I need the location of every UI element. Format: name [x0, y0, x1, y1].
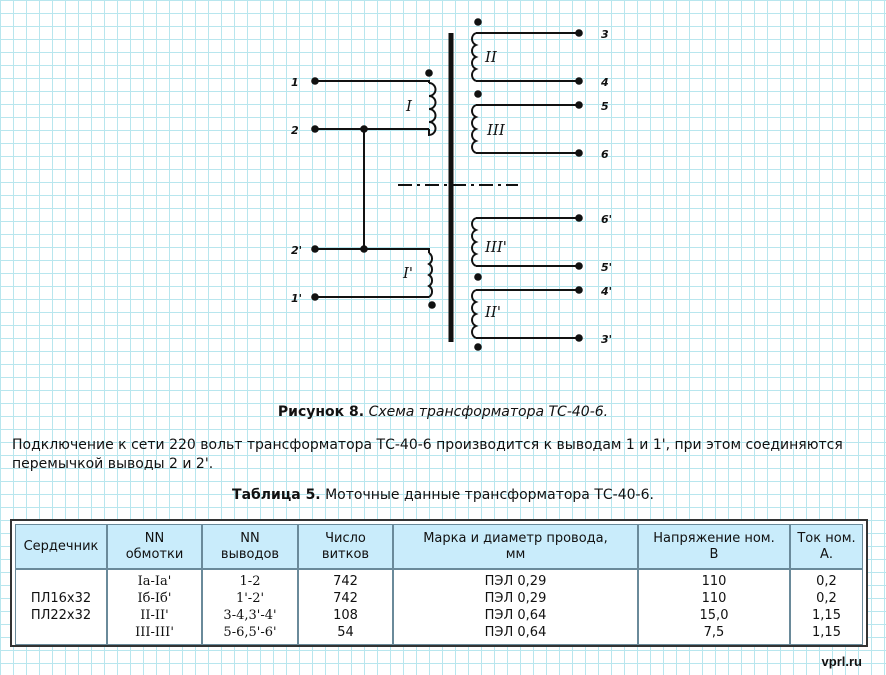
terminal-2-dot: [311, 125, 319, 133]
pin-label-5: 5: [601, 100, 609, 113]
figure-caption-text: Схема трансформатора ТС-40-6.: [368, 404, 609, 420]
junction-dot-top: [360, 125, 368, 133]
coil-I: [428, 82, 437, 137]
figure-caption: Рисунок 8. Схема трансформатора ТС-40-6.: [0, 404, 886, 420]
coil-II-prime: [471, 289, 479, 339]
pin-label-6-prime: 6': [601, 213, 612, 226]
polarity-dot-I: [425, 69, 433, 77]
pin-label-5-prime: 5': [601, 261, 612, 274]
pin-label-4-prime: 4': [600, 285, 612, 298]
pin-label-2: 2: [291, 124, 299, 137]
table-caption: Таблица 5. Моточные данные трансформатор…: [0, 487, 886, 503]
polarity-dot-II-prime: [474, 343, 482, 351]
terminal-1-dot: [311, 77, 319, 85]
terminal-4-prime-dot: [575, 286, 583, 294]
pin-label-6: 6: [601, 148, 609, 161]
terminal-5-prime-dot: [575, 262, 583, 270]
terminal-6-prime-dot: [575, 214, 583, 222]
polarity-dot-III: [474, 90, 482, 98]
cell-core: ПЛ16х32 ПЛ22х32: [15, 569, 107, 645]
terminal-5-dot: [575, 101, 583, 109]
terminal-6-dot: [575, 149, 583, 157]
coil-label-II-prime: II': [484, 303, 501, 321]
coil-III-prime: [471, 217, 479, 267]
header-wire: Марка и диаметр провода,мм: [393, 524, 638, 569]
polarity-dot-II: [474, 18, 482, 26]
pin-label-1-prime: 1': [291, 292, 302, 305]
connection-paragraph: Подключение к сети 220 вольт трансформат…: [12, 437, 843, 472]
terminal-1-prime-dot: [311, 293, 319, 301]
coil-II-wire: [476, 32, 579, 82]
coil-II: [471, 32, 479, 82]
cell-terminals: 1-2 1'-2' 3-4,3'-4' 5-6,5'-6': [202, 569, 298, 645]
pin-label-1: 1: [291, 76, 299, 89]
coil-III-wire: [476, 104, 579, 154]
terminal-2-prime-dot: [311, 245, 319, 253]
coil-label-III-prime: III': [484, 238, 507, 256]
cell-wire: ПЭЛ 0,29 ПЭЛ 0,29 ПЭЛ 0,64 ПЭЛ 0,64: [393, 569, 638, 645]
pin-label-3-prime: 3': [601, 333, 612, 346]
terminal-3-dot: [575, 29, 583, 37]
cell-current: 0,2 0,2 1,15 1,15: [790, 569, 863, 645]
cell-turns: 742 742 108 54: [298, 569, 393, 645]
cell-windings: Ia-Ia' Iб-Iб' II-II' III-III': [107, 569, 202, 645]
terminal-4-dot: [575, 77, 583, 85]
coil-II-prime-wire: [476, 289, 579, 339]
terminal-3-prime-dot: [575, 334, 583, 342]
site-watermark: vprl.ru: [821, 654, 862, 669]
coil-label-I: I: [405, 97, 413, 115]
header-current: Ток ном.А.: [790, 524, 863, 569]
coil-I-prime: [427, 252, 433, 298]
polarity-dot-III-prime: [474, 273, 482, 281]
cell-voltage: 110 110 15,0 7,5: [638, 569, 790, 645]
coil-III: [471, 104, 479, 154]
pin-label-4: 4: [600, 76, 609, 89]
coil-label-I-prime: I': [402, 264, 413, 282]
table-caption-prefix: Таблица 5.: [232, 487, 321, 503]
pin-label-3: 3: [601, 28, 609, 41]
coil-III-prime-wire: [476, 217, 579, 267]
table-caption-text: Моточные данные трансформатора ТС-40-6.: [325, 487, 654, 503]
figure-caption-prefix: Рисунок 8.: [277, 404, 365, 420]
coil-label-III: III: [486, 121, 506, 139]
polarity-dot-I-prime: [428, 301, 436, 309]
header-voltage: Напряжение ном.В: [638, 524, 790, 569]
transformer-schematic: 1 2 2' 1' 3 4 5 6 6' 5' 4' 3' I I' II II…: [291, 18, 612, 351]
header-core: Сердечник: [15, 524, 107, 569]
table-row: ПЛ16х32 ПЛ22х32 Ia-Ia' Iб-Iб' II-II' III…: [15, 569, 863, 645]
pin-label-2-prime: 2': [291, 244, 302, 257]
junction-dot-bottom: [360, 245, 368, 253]
coil-I-prime-wire: [315, 248, 430, 298]
coil-label-II: II: [484, 48, 498, 66]
